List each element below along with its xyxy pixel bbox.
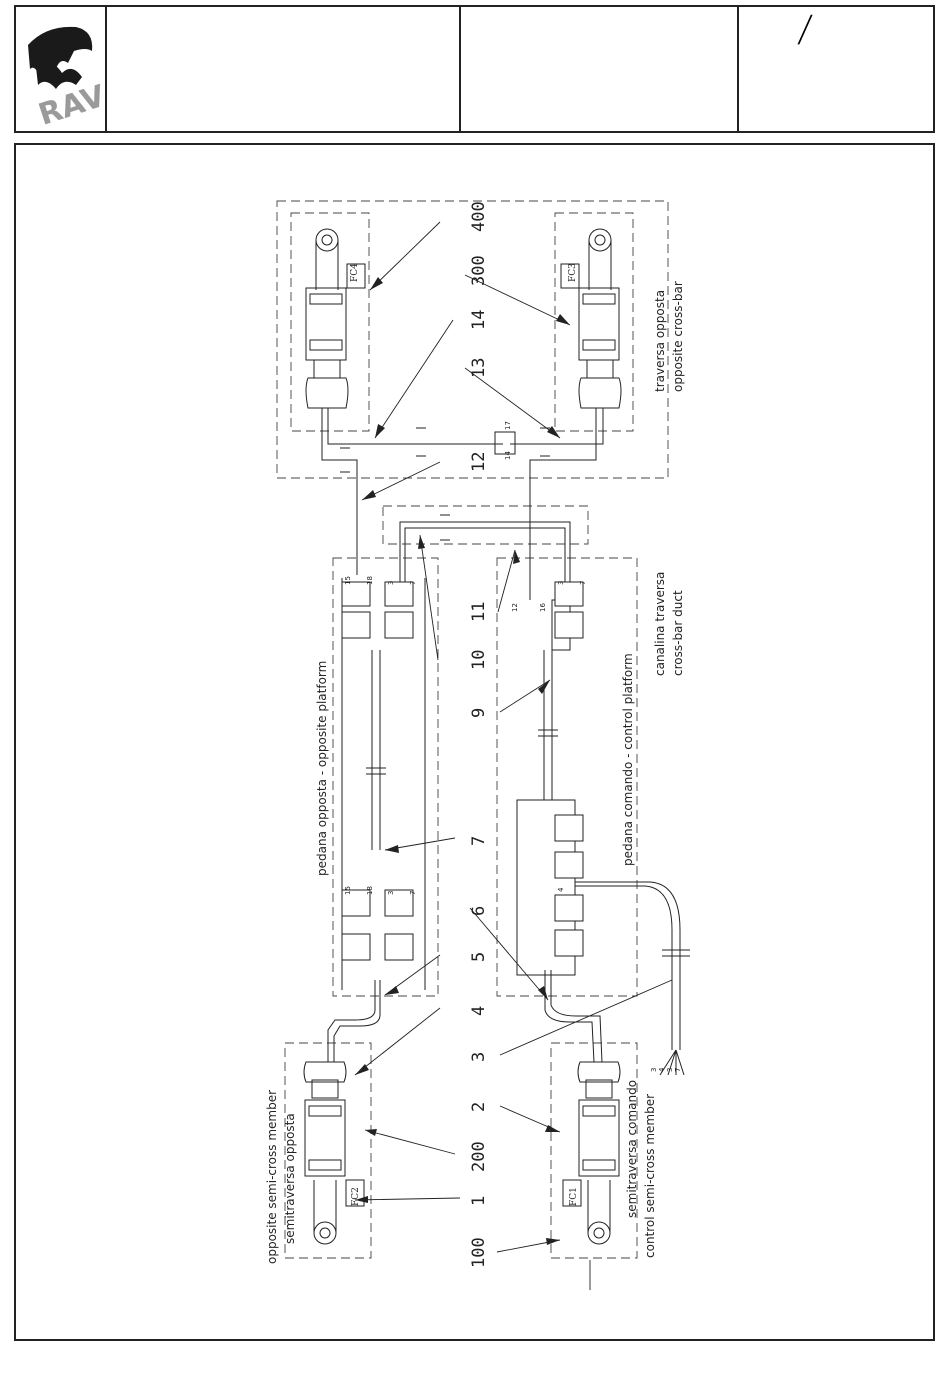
callout: 7	[469, 836, 489, 846]
callout-leaders	[354, 221, 673, 1290]
label-opposite-crossbar-en: opposite cross-bar	[671, 281, 685, 392]
control-platform-outline	[496, 557, 638, 997]
label-opposite-semi-it: semitraversa opposta	[283, 1113, 297, 1244]
callout: 11	[469, 602, 489, 622]
opposite-platform-outline	[332, 557, 439, 997]
code-cell	[461, 7, 739, 131]
callout: 2	[469, 1102, 489, 1112]
wire-end: 3	[650, 1068, 658, 1072]
callout: 12	[469, 452, 489, 472]
terminal-number: 15	[344, 576, 352, 585]
callout: 14	[469, 310, 489, 330]
title-block: RAV /	[14, 5, 935, 133]
callout: 4	[469, 1006, 489, 1016]
limit-switch-fc2	[303, 1061, 365, 1245]
limit-switch-fc1	[562, 1061, 621, 1245]
label-control-platform: pedana comando - control platform	[621, 653, 635, 866]
terminal-number: 18	[366, 576, 374, 585]
wire-end: 3	[666, 1068, 674, 1072]
logo-cell: RAV	[16, 7, 110, 133]
fc3-label: FC3	[568, 263, 578, 282]
terminal-number: 18	[366, 886, 374, 895]
wire-end-labels: 3 4 3 7	[650, 1067, 682, 1072]
label-opposite-semi-en: opposite semi-cross member	[265, 1090, 279, 1264]
label-opposite-crossbar-it: traversa opposta	[653, 290, 667, 392]
limit-switch-fc4	[305, 228, 366, 409]
callout: 3	[469, 1052, 489, 1062]
title-cell	[107, 7, 461, 131]
label-crossbar-duct-en: cross-bar duct	[671, 590, 685, 676]
callout: 10	[469, 650, 489, 670]
terminal-number: 7	[409, 891, 417, 895]
terminal-number: 3	[387, 891, 395, 895]
callout: 300	[469, 255, 489, 286]
callout: 400	[469, 201, 489, 232]
terminal-number: 14	[504, 451, 512, 460]
label-crossbar-duct-it: canalina traversa	[653, 572, 667, 676]
callout: 9	[469, 708, 489, 718]
callout: 100	[469, 1237, 489, 1268]
cable-break-marks	[340, 427, 690, 957]
terminal-number: 7	[579, 581, 587, 585]
cable-runs	[321, 408, 685, 1076]
wire-end: 7	[674, 1068, 682, 1072]
terminal-number: 17	[504, 421, 512, 430]
callout: 1	[469, 1196, 489, 1206]
fc4-label: FC4	[350, 263, 360, 282]
drawing-frame	[14, 143, 935, 1341]
callout: 5	[469, 952, 489, 962]
label-opposite-platform: pedana opposta - opposite platform	[315, 661, 329, 876]
fc2-label: FC2	[351, 1187, 361, 1206]
callout: 200	[469, 1141, 489, 1172]
duct-outline	[382, 505, 589, 545]
callout: 13	[469, 358, 489, 378]
terminal-number: 4	[557, 887, 565, 892]
terminal-number: 16	[539, 603, 547, 612]
terminal-number: 12	[511, 603, 519, 612]
crossbar-group-outline	[276, 200, 669, 479]
wire-end: 4	[658, 1067, 666, 1072]
rav-logo: RAV	[28, 26, 110, 133]
terminal-number: 3	[387, 581, 395, 585]
terminal-number: 3	[557, 581, 565, 585]
terminal-number: 7	[409, 581, 417, 585]
callout: 6	[469, 906, 489, 916]
terminal-numbers: 15 18 3 7 3 7 12 16 14 17 4 15 18 3 7	[344, 421, 587, 895]
callout-arrowheads	[355, 277, 570, 1245]
terminal-blocks	[341, 581, 584, 961]
fc1-label: FC1	[569, 1187, 579, 1206]
label-control-semi-it: semitraversa comando	[625, 1080, 639, 1218]
label-control-semi-en: control semi-cross member	[643, 1094, 657, 1258]
limit-switch-fc3	[560, 228, 622, 409]
terminal-number: 15	[344, 886, 352, 895]
callout-numbers: 400 300 14 13 12 11 10 9 7 6 5 4 3 2 200…	[469, 201, 489, 1268]
